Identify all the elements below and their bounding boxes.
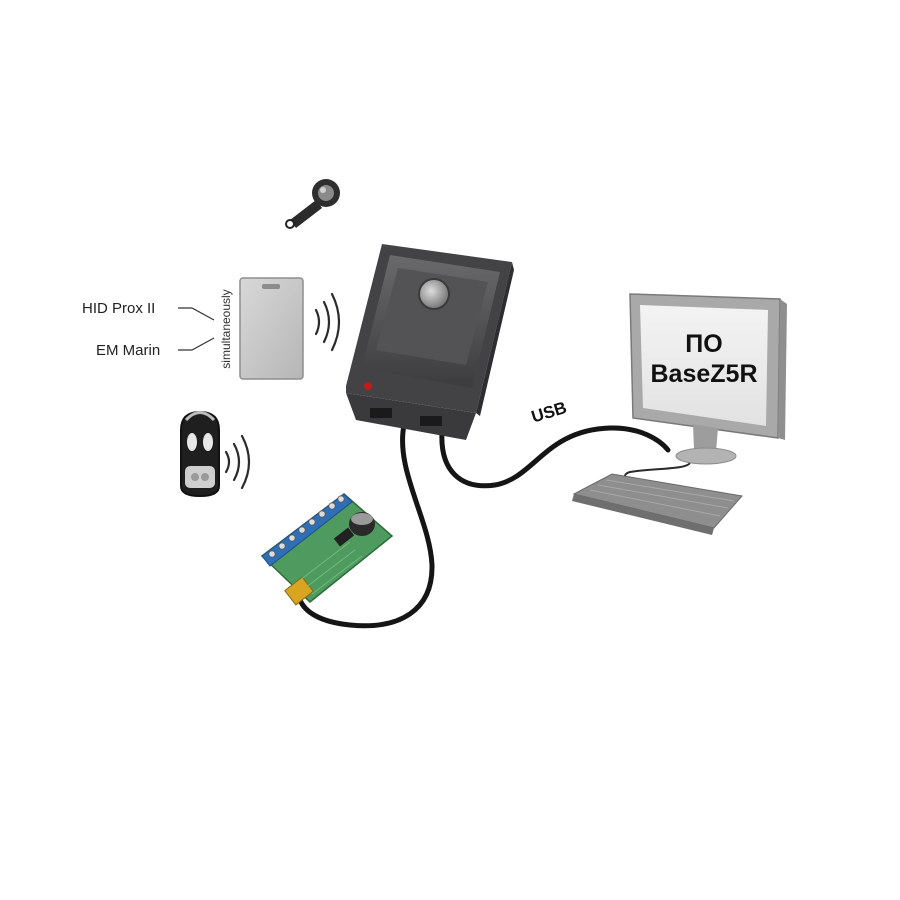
radio-waves-icon (224, 434, 251, 490)
screen-software-name: BaseZ5R (650, 360, 758, 388)
controller-cable (297, 422, 435, 629)
usb-card-reader-icon (346, 244, 514, 440)
hid-prox-label: HID Prox II (82, 300, 156, 317)
proximity-card-icon (239, 277, 304, 380)
controller-board-icon (260, 493, 394, 606)
ibutton-key-icon (285, 179, 340, 229)
usb-cable (439, 425, 671, 489)
simultaneously-label: simultaneously (219, 289, 233, 369)
radio-waves-icon (314, 292, 341, 352)
remote-key-fob-icon (180, 410, 220, 498)
keyboard-icon (572, 473, 743, 535)
screen-title: ПО (685, 330, 723, 358)
monitor-icon (629, 293, 787, 465)
em-marin-label: EM Marin (96, 342, 161, 359)
label-leaders (178, 307, 215, 351)
